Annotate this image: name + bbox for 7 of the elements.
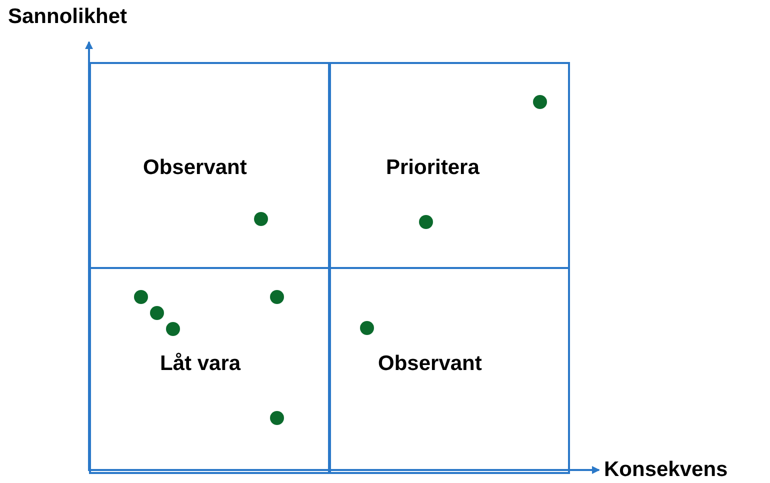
quadrant-label: Prioritera <box>386 157 480 178</box>
quadrant-label: Låt vara <box>160 353 241 374</box>
quadrant-label: Observant <box>143 157 247 178</box>
axis-title: Konsekvens <box>604 459 728 480</box>
quadrant-box <box>328 267 570 474</box>
axis-title: Sannolikhet <box>8 6 128 27</box>
quadrant-label: Observant <box>378 353 482 374</box>
